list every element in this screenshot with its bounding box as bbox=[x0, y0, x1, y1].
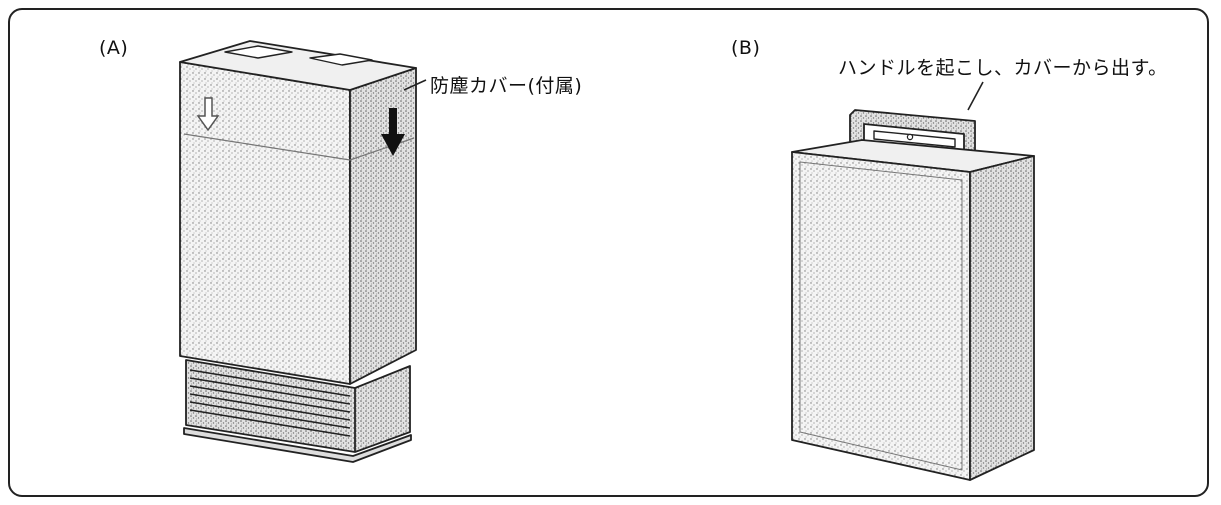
leader-line-a bbox=[403, 79, 427, 91]
handle-callout: ハンドルを起こし、カバーから出す。 bbox=[838, 57, 1168, 79]
grille-lines bbox=[189, 369, 351, 437]
panel-b-label: (B) bbox=[731, 37, 761, 59]
figure-frame bbox=[8, 8, 1209, 497]
down-arrow-outline-icon bbox=[196, 97, 220, 132]
dust-cover-callout: 防塵カバー(付属) bbox=[430, 75, 583, 97]
down-arrow-solid-icon bbox=[381, 108, 405, 156]
panel-a-label: (A) bbox=[99, 37, 129, 59]
cover-with-handle bbox=[791, 109, 1035, 481]
leader-line-b bbox=[967, 81, 984, 111]
heater-with-cover bbox=[179, 40, 417, 463]
